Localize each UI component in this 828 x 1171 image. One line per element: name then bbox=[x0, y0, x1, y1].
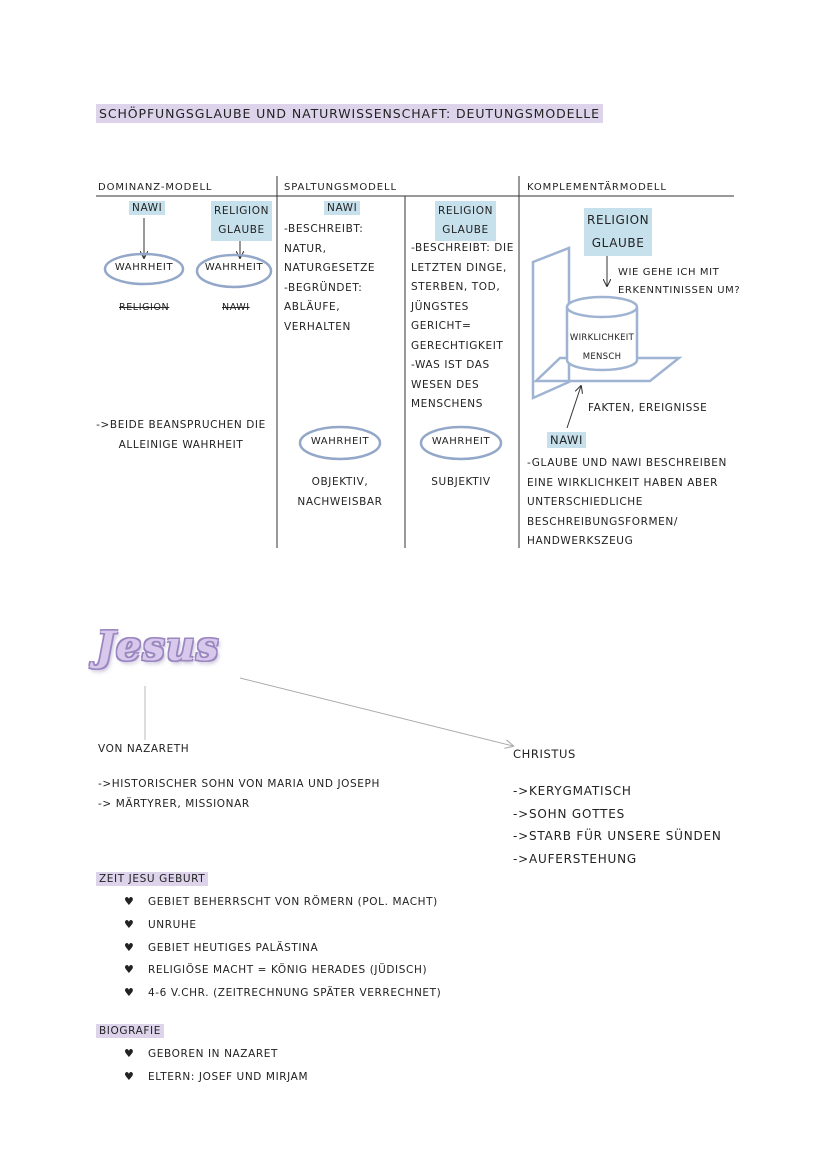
list-item: ♥GEBIET BEHERRSCHT VON RÖMERN (POL. MACH… bbox=[124, 891, 441, 914]
spaltung-subjektiv: SUBJEKTIV bbox=[431, 476, 491, 488]
dominanz-strike-nawi: NAWI bbox=[222, 302, 250, 313]
spaltung-ellipse-left-text: WAHRHEIT bbox=[310, 436, 370, 447]
jesus-right-heading: CHRISTUS bbox=[513, 747, 576, 761]
heart-icon: ♥ bbox=[124, 963, 135, 977]
list-item: ♥RELIGIÖSE MACHT = KÖNIG HERADES (JÜDISC… bbox=[124, 959, 441, 982]
jesus-left-heading: VON NAZARETH bbox=[98, 743, 190, 755]
header-dominanz: DOMINANZ-MODELL bbox=[98, 182, 213, 193]
dominanz-religion-label: RELIGION GLAUBE bbox=[211, 201, 273, 241]
cylinder-text: WIRKLICHKEIT MENSCH bbox=[569, 333, 635, 362]
header-komplementaer: KOMPLEMENTÄRMODELL bbox=[527, 182, 667, 193]
arrow-fakten-up bbox=[566, 386, 581, 429]
biografie-heading: BIOGRAFIE bbox=[96, 1024, 164, 1038]
ellipse-dominanz-right bbox=[195, 253, 273, 289]
komplementaer-fakten: FAKTEN, EREIGNISSE bbox=[588, 402, 708, 414]
list-item: ♥GEBOREN IN NAZARET bbox=[124, 1043, 308, 1066]
dominanz-strike-religion: RELIGION bbox=[119, 302, 170, 313]
komplementaer-question: WIE GEHE ICH MIT ERKENNTINISSEN UM? bbox=[618, 267, 741, 296]
jesus-arrow-right bbox=[239, 677, 513, 746]
dominanz-ellipse-left-text: WAHRHEIT bbox=[114, 262, 174, 273]
spaltung-nawi-list: -BESCHREIBT: NATUR, NATURGESETZE -BEGRÜN… bbox=[284, 223, 376, 333]
heart-icon: ♥ bbox=[124, 1069, 135, 1083]
jesus-title: Jesus bbox=[96, 623, 220, 670]
zeit-heading: ZEIT JESU GEBURT bbox=[96, 872, 209, 886]
dominanz-ellipse-right-text: WAHRHEIT bbox=[204, 262, 264, 273]
heart-icon: ♥ bbox=[124, 895, 135, 908]
list-item: ♥UNRUHE bbox=[124, 914, 441, 937]
biografie-list: ♥GEBOREN IN NAZARET ♥ELTERN: JOSEF UND M… bbox=[124, 1043, 308, 1089]
heart-icon: ♥ bbox=[124, 1047, 135, 1060]
list-item: ♥4-6 V.CHR. (ZEITRECHNUNG SPÄTER VERRECH… bbox=[124, 982, 441, 1005]
dominanz-note: ->BEIDE BEANSPRUCHEN DIE ALLEINIGE WAHRH… bbox=[96, 419, 266, 451]
page-title: SCHÖPFUNGSGLAUBE UND NATURWISSENSCHAFT: … bbox=[96, 104, 603, 123]
heart-icon: ♥ bbox=[124, 917, 135, 931]
dominanz-nawi-label: NAWI bbox=[129, 201, 166, 215]
spaltung-nawi-label: NAWI bbox=[324, 201, 361, 215]
spaltung-ellipse-right-text: WAHRHEIT bbox=[431, 436, 491, 447]
vertical-plane bbox=[531, 246, 571, 400]
list-item: ♥GEBIET HEUTIGES PALÄSTINA bbox=[124, 937, 441, 960]
heart-icon: ♥ bbox=[124, 986, 135, 1000]
jesus-right-list: ->KERYGMATISCH ->SOHN GOTTES ->STARB FÜR… bbox=[513, 784, 722, 866]
heart-icon: ♥ bbox=[124, 940, 135, 954]
horizontal-plane bbox=[532, 356, 683, 383]
spaltung-objektiv: OBJEKTIV, NACHWEISBAR bbox=[297, 476, 383, 508]
ellipse-spaltung-left bbox=[298, 425, 382, 461]
komplementaer-religion-label: RELIGION GLAUBE bbox=[584, 208, 653, 256]
ellipse-dominanz-left bbox=[103, 252, 185, 286]
jesus-left-list: ->HISTORISCHER SOHN VON MARIA UND JOSEPH… bbox=[98, 778, 380, 810]
header-spaltung: SPALTUNGSMODELL bbox=[284, 182, 397, 193]
spaltung-religion-label: RELIGION GLAUBE bbox=[435, 201, 497, 241]
komplementaer-nawi-label: NAWI bbox=[547, 432, 587, 448]
cylinder bbox=[565, 295, 639, 372]
komplementaer-desc: -GLAUBE UND NAWI BESCHREIBEN EINE WIRKLI… bbox=[527, 457, 727, 547]
spaltung-religion-list: -BESCHREIBT: DIE LETZTEN DINGE, STERBEN,… bbox=[411, 242, 514, 410]
ellipse-spaltung-right bbox=[419, 425, 503, 461]
zeit-list: ♥GEBIET BEHERRSCHT VON RÖMERN (POL. MACH… bbox=[124, 891, 441, 1005]
list-item: ♥ELTERN: JOSEF UND MIRJAM bbox=[124, 1066, 308, 1089]
